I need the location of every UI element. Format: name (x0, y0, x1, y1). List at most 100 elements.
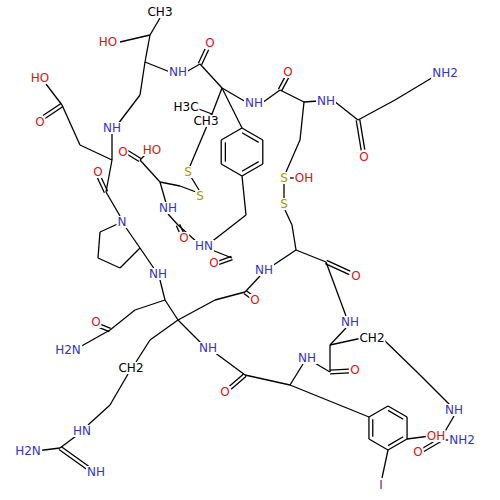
single-bond (98, 232, 100, 258)
single-bond (245, 375, 290, 385)
double-bond (202, 50, 209, 65)
single-bond (165, 300, 178, 320)
atom-label: H2N (14, 445, 42, 457)
atom-label: S (195, 190, 205, 202)
atom-label: O (92, 166, 103, 178)
single-bond (98, 258, 120, 268)
aromatic-bond (388, 410, 403, 419)
aromatic-bond (388, 437, 403, 446)
single-bond (140, 248, 155, 270)
single-bond (160, 182, 180, 186)
double-bond (278, 76, 285, 89)
double-bond (330, 369, 349, 370)
atom-label: NH (148, 268, 168, 280)
single-bond (180, 186, 196, 192)
single-bond (300, 102, 304, 140)
single-bond (245, 276, 260, 292)
atom-label: NH (168, 66, 188, 78)
aromatic-bond (242, 133, 259, 143)
double-bond (97, 178, 104, 193)
atom-label: OH (426, 430, 446, 442)
ring-bond (221, 164, 242, 176)
single-bond (286, 140, 300, 172)
single-bond (329, 345, 330, 372)
atom-label: N (117, 216, 128, 228)
single-bond (214, 352, 245, 375)
single-bond (106, 192, 120, 216)
double-bond (219, 260, 233, 265)
single-bond (290, 385, 369, 417)
double-bond (360, 120, 365, 150)
double-bond (330, 373, 349, 374)
atom-label: NH (198, 342, 218, 354)
single-bond (272, 250, 296, 266)
single-bond (80, 145, 112, 160)
single-bond (330, 338, 362, 345)
aromatic-bond (225, 142, 226, 161)
single-bond (262, 90, 280, 103)
atom-label: I (378, 479, 384, 491)
atom-label: S (279, 198, 289, 210)
double-bond (128, 150, 141, 158)
aromatic-bond (372, 419, 373, 437)
single-bond (395, 76, 435, 100)
atom-label: CH2 (358, 332, 385, 344)
atom-label: S (183, 166, 193, 178)
single-bond (150, 18, 160, 35)
single-bond (168, 214, 178, 225)
single-bond (242, 176, 246, 215)
double-bond (231, 376, 246, 389)
single-bond (150, 320, 178, 340)
atom-label: CH2 (117, 362, 144, 374)
atom-label: H2N (54, 344, 82, 356)
double-bond (61, 447, 89, 467)
single-bond (420, 375, 450, 405)
double-bond (282, 78, 289, 91)
atom-label: NH (444, 404, 464, 416)
aromatic-bond (242, 162, 259, 172)
double-bond (45, 106, 63, 118)
single-bond (283, 184, 284, 198)
atom-label: NH (297, 352, 317, 364)
double-bond (198, 48, 205, 63)
atom-label: O (90, 316, 101, 328)
single-bond (160, 182, 166, 203)
single-bond (145, 35, 150, 62)
atom-label: O (208, 257, 219, 269)
atom-label: H3C (172, 101, 199, 113)
atom-label: HN (194, 240, 214, 252)
atom-label: NH (340, 316, 360, 328)
single-bond (382, 450, 388, 478)
ring-bond (369, 406, 388, 417)
ring-bond (368, 417, 369, 439)
atom-label: O (350, 270, 361, 282)
atom-label: CH3 (192, 115, 219, 127)
single-bond (296, 250, 326, 262)
single-bond (334, 101, 358, 120)
atom-label: CH3 (146, 6, 173, 18)
single-bond (60, 436, 76, 448)
atom-label: O (412, 446, 423, 458)
single-bond (110, 310, 135, 330)
ring-bond (221, 128, 242, 140)
single-bond (358, 100, 395, 120)
atom-label: NH2 (431, 67, 459, 79)
atom-label: O (178, 232, 189, 244)
atom-label: NH2 (448, 434, 476, 446)
single-bond (145, 62, 170, 72)
atom-label: O (219, 386, 230, 398)
single-bond (178, 320, 202, 344)
atom-label: NH (102, 122, 122, 134)
single-bond (118, 95, 140, 124)
atom-label: HO (30, 72, 50, 84)
single-bond (285, 210, 292, 225)
single-bond (222, 88, 242, 128)
single-bond (186, 64, 200, 72)
single-bond (215, 292, 245, 300)
single-bond (210, 215, 246, 243)
single-bond (106, 160, 112, 192)
double-bond (59, 449, 87, 469)
single-bond (111, 134, 112, 160)
atom-label: O (34, 116, 45, 128)
